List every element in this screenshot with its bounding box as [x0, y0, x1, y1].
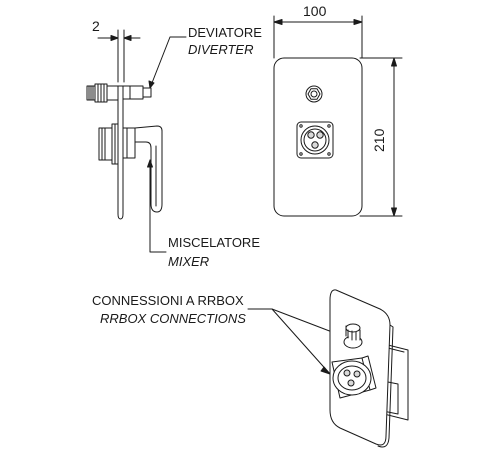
- mixer-lever: [134, 125, 163, 213]
- iso-diverter: [343, 323, 363, 349]
- front-mixer-cartridge: [296, 121, 334, 159]
- plate-side: [117, 85, 124, 220]
- diverter-label-en: DIVERTER: [188, 42, 254, 57]
- front-view: [273, 15, 403, 217]
- isometric-view: [329, 289, 409, 448]
- diverter-cartridge: [86, 83, 152, 103]
- connections-label-it: CONNESSIONI A RRBOX: [92, 293, 244, 308]
- gap-dimension-value: 2: [92, 18, 100, 34]
- mixer-body: [98, 123, 136, 165]
- side-view: [86, 29, 163, 220]
- front-diverter-knob: [305, 85, 323, 103]
- diverter-label-it: DEVIATORE: [188, 25, 262, 40]
- connections-label-en: RRBOX CONNECTIONS: [100, 311, 246, 326]
- iso-mixer: [331, 355, 377, 399]
- height-dimension-value: 210: [371, 128, 387, 152]
- gap-dimension: [97, 29, 141, 83]
- mixer-label-en: MIXER: [168, 254, 210, 269]
- mixer-label-it: MISCELATORE: [168, 235, 260, 250]
- width-dimension-value: 100: [303, 3, 327, 19]
